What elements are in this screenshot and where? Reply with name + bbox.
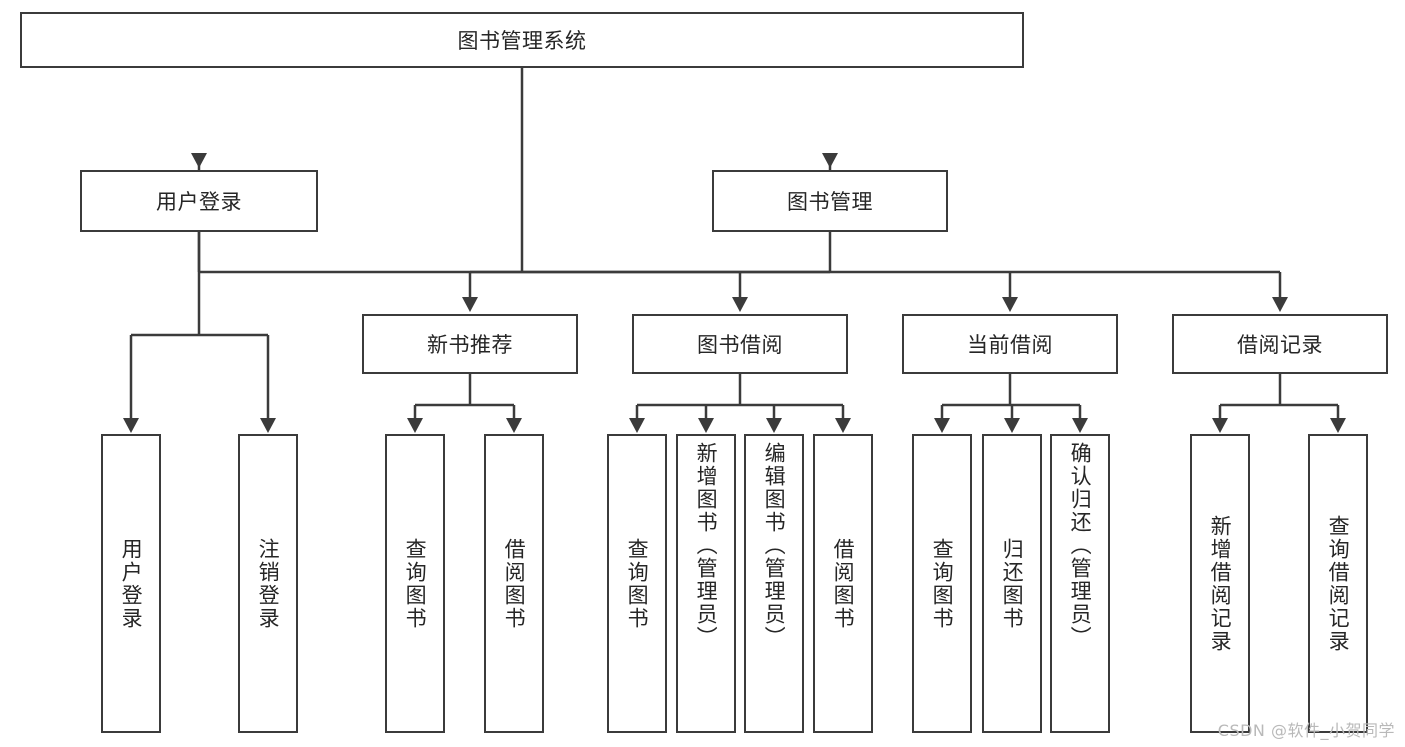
node-label: 图书借阅 — [697, 333, 783, 357]
node-label: 用户登录 — [156, 190, 242, 214]
arrowhead — [1272, 297, 1288, 312]
arrowhead — [698, 418, 714, 433]
arrowhead — [260, 418, 276, 433]
leaf-node-box[interactable]: 归还图书 — [982, 434, 1042, 733]
arrowhead — [123, 418, 139, 433]
arrowhead — [934, 418, 950, 433]
node-label: 用户登录 — [119, 537, 144, 630]
leaf-node-box[interactable]: 查询图书 — [912, 434, 972, 733]
arrowhead — [1330, 418, 1346, 433]
arrowhead — [191, 153, 207, 168]
leaf-node-box[interactable]: 查询图书 — [607, 434, 667, 733]
level3-node-box[interactable]: 图书借阅 — [632, 314, 848, 374]
node-label: 查询图书 — [625, 537, 650, 630]
node-label: 借阅图书 — [502, 537, 527, 630]
watermark-label: CSDN @软件_小贺同学 — [1217, 721, 1395, 740]
node-label: 注销登录 — [256, 537, 281, 630]
leaf-node-box[interactable]: 查询图书 — [385, 434, 445, 733]
level3-node-box[interactable]: 新书推荐 — [362, 314, 578, 374]
arrowhead — [822, 153, 838, 168]
arrowhead — [462, 297, 478, 312]
node-label: 新增图书（管理员） — [694, 442, 719, 649]
node-label: 新增借阅记录 — [1208, 514, 1233, 653]
arrowhead — [732, 297, 748, 312]
node-label: 查询图书 — [403, 537, 428, 630]
node-label: 查询图书 — [930, 537, 955, 630]
node-label: 归还图书 — [1000, 537, 1025, 630]
arrowhead — [835, 418, 851, 433]
leaf-node-box[interactable]: 新增借阅记录 — [1190, 434, 1250, 733]
arrowhead — [1072, 418, 1088, 433]
leaf-node-box[interactable]: 用户登录 — [101, 434, 161, 733]
root-node-box[interactable]: 图书管理系统 — [20, 12, 1024, 68]
arrowhead — [506, 418, 522, 433]
node-label: 查询借阅记录 — [1326, 514, 1351, 653]
node-label: 新书推荐 — [427, 333, 513, 357]
level2-node-box[interactable]: 图书管理 — [712, 170, 948, 232]
node-label: 图书管理系统 — [457, 29, 587, 53]
level3-node-box[interactable]: 当前借阅 — [902, 314, 1118, 374]
leaf-node-box[interactable]: 编辑图书（管理员） — [744, 434, 804, 733]
level2-node-box[interactable]: 用户登录 — [80, 170, 318, 232]
arrowhead — [1004, 418, 1020, 433]
level3-node-box[interactable]: 借阅记录 — [1172, 314, 1388, 374]
arrowhead — [1002, 297, 1018, 312]
arrowhead — [629, 418, 645, 433]
leaf-node-box[interactable]: 查询借阅记录 — [1308, 434, 1368, 733]
node-label: 当前借阅 — [967, 333, 1053, 357]
arrowhead — [407, 418, 423, 433]
node-label: 图书管理 — [787, 190, 873, 214]
node-label: 借阅记录 — [1237, 333, 1323, 357]
arrowhead — [1212, 418, 1228, 433]
leaf-node-box[interactable]: 确认归还（管理员） — [1050, 434, 1110, 733]
node-label: 借阅图书 — [831, 537, 856, 630]
node-label: 确认归还（管理员） — [1068, 442, 1093, 649]
leaf-node-box[interactable]: 注销登录 — [238, 434, 298, 733]
node-label: 编辑图书（管理员） — [762, 442, 787, 649]
leaf-node-box[interactable]: 新增图书（管理员） — [676, 434, 736, 733]
leaf-node-box[interactable]: 借阅图书 — [484, 434, 544, 733]
leaf-node-box[interactable]: 借阅图书 — [813, 434, 873, 733]
arrowhead — [766, 418, 782, 433]
